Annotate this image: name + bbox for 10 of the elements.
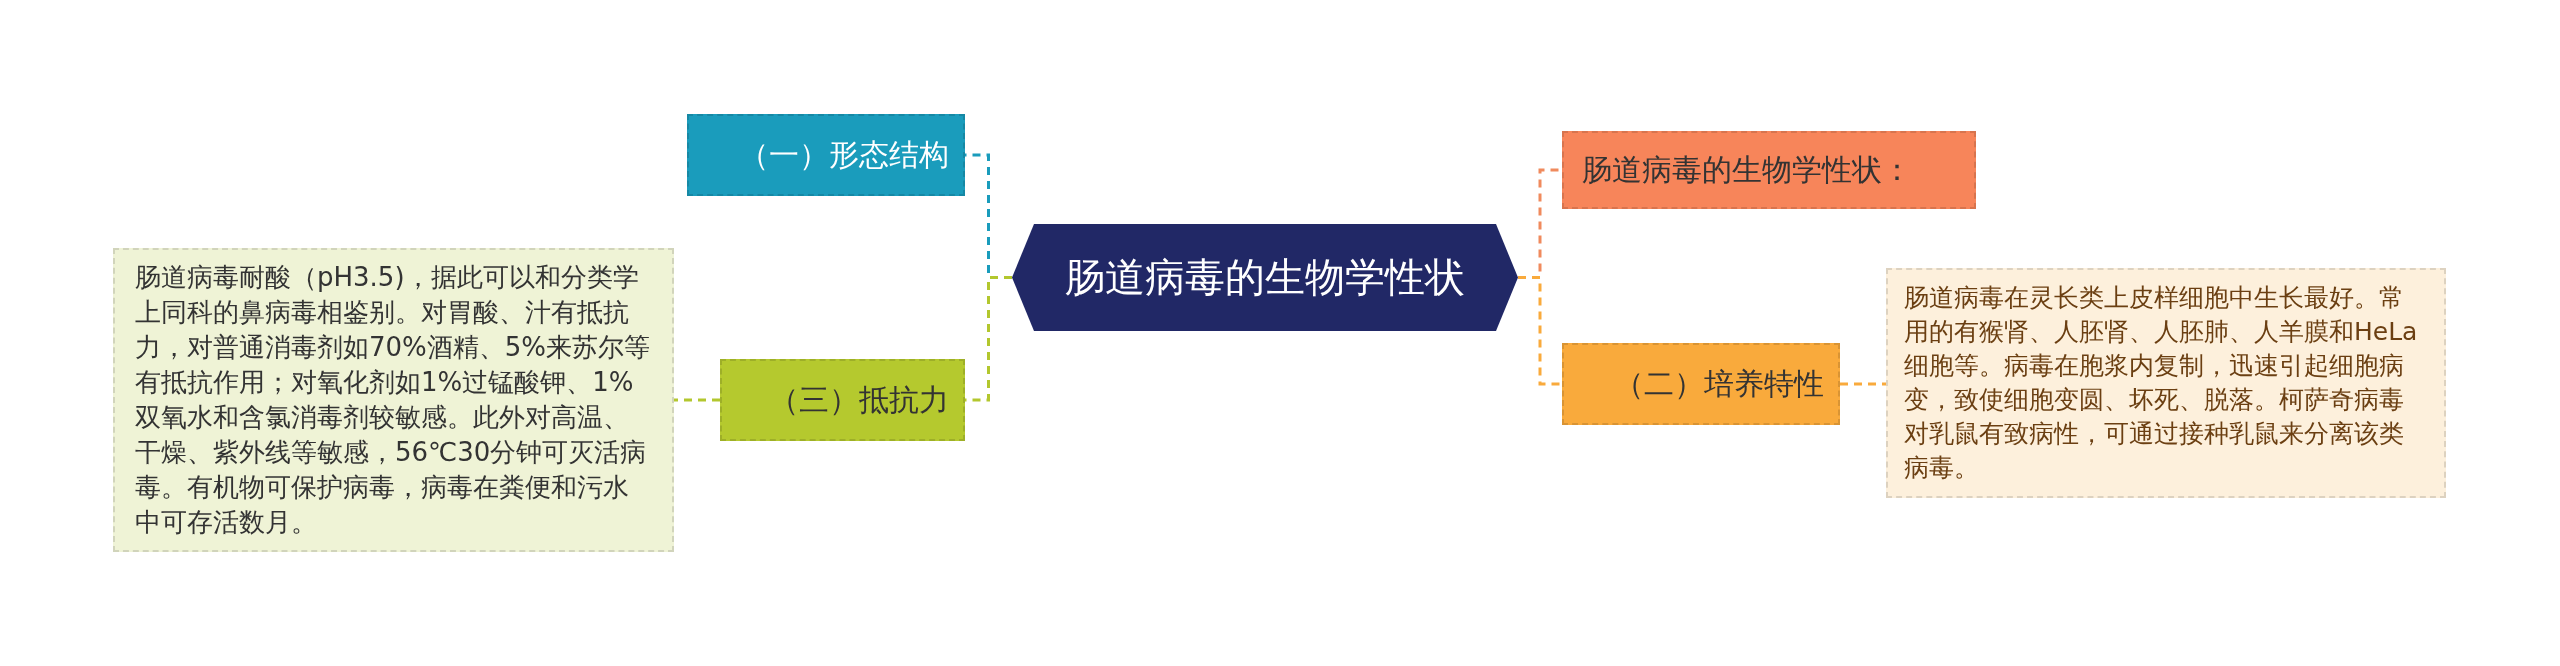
branch-box: 肠道病毒的生物学性状：: [1562, 131, 1976, 209]
connector-line: [674, 398, 720, 402]
branch-box: （三）抵抗力: [720, 359, 965, 441]
connector-line: [1840, 382, 1886, 386]
note-box: 肠道病毒在灵长类上皮样细胞中生长最好。常用的有猴肾、人胚肾、人胚肺、人羊膜和HeLa细胞等。病毒在胞浆内复制，迅速引起细胞病变，致使细胞变圆、坏死、脱落。柯萨奇病毒对乳鼠有致病性，可通过接种乳鼠来分离该类病毒。: [1886, 268, 2446, 498]
topic-hexagon: 肠道病毒的生物学性状: [1012, 224, 1518, 331]
connector-line: [1518, 276, 1562, 386]
branch-box: （一）形态结构: [687, 114, 965, 196]
branch-box: （二）培养特性: [1562, 343, 1840, 425]
note-box: 肠道病毒耐酸（pH3.5)，据此可以和分类学上同科的鼻病毒相鉴别。对胃酸、汁有抵抗力，对普通消毒剂如70%酒精、5%来苏尔等有抵抗作用；对氧化剂如1%过锰酸钾、1%双氧水和含氯消毒剂较敏感。此外对高温、干燥、紫外线等敏感，56℃30分钟可灭活病毒。有机物可保护病毒，病毒在粪便和污水中可存活数月。: [113, 248, 674, 552]
